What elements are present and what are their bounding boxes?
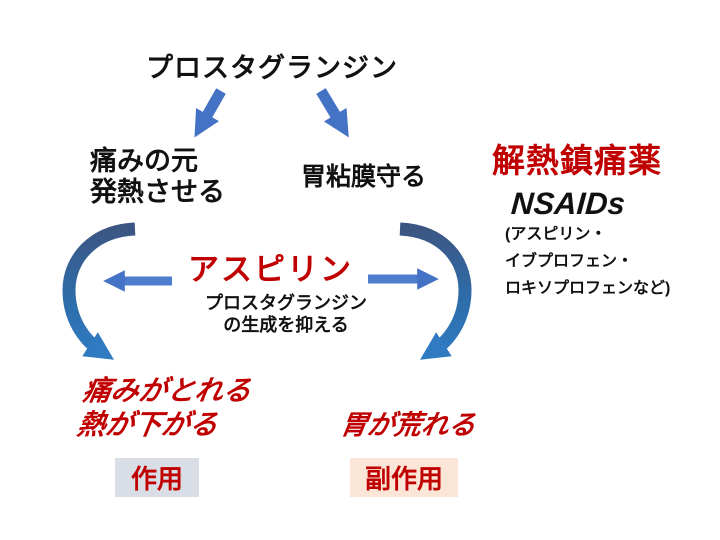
nsaids-example-line1: (アスピリン・ [505, 226, 607, 243]
curved-arrow-left-icon [62, 222, 136, 360]
side-effect-badge-label: 副作用 [364, 464, 443, 494]
drug-class-heading: 解熱鎮痛薬 [492, 142, 662, 179]
effect-badge: 作用 [115, 458, 199, 497]
pain-cause-line1: 痛みの元 [90, 146, 198, 176]
side-effect-badge: 副作用 [350, 458, 458, 497]
curved-arrow-right-icon [399, 222, 472, 360]
effect-line2: 熱が下がる [75, 409, 221, 440]
nsaids-examples: (アスピリン・ イブプロフェン・ ロキソプロフェンなど) [505, 221, 670, 302]
nsaids-example-line2: イブプロフェン・ [505, 253, 634, 270]
arrow-to-stomach-icon [316, 88, 349, 138]
effect-text: 痛みがとれる 熱が下がる [75, 374, 254, 442]
nsaids-example-line3: ロキソプロフェンなど) [505, 280, 671, 297]
side-effect-text: 胃が荒れる [338, 410, 479, 440]
mechanism-line2: の生成を抑える [223, 315, 349, 335]
prostaglandin-title: プロスタグランジン [146, 53, 398, 83]
pain-cause-text: 痛みの元 発熱させる [90, 146, 225, 208]
nsaids-label: NSAIDs [510, 186, 627, 221]
pain-cause-line2: 発熱させる [90, 177, 225, 207]
stomach-protect-text: 胃粘膜守る [301, 163, 427, 191]
aspirin-title: アスピリン [188, 252, 353, 287]
mechanism-text: プロスタグランジン の生成を抑える [205, 292, 367, 336]
mechanism-line1: プロスタグランジン [205, 293, 367, 313]
effect-badge-label: 作用 [130, 464, 183, 494]
effect-line1: 痛みがとれる [80, 375, 254, 406]
arrow-to-pain-icon [194, 88, 226, 138]
